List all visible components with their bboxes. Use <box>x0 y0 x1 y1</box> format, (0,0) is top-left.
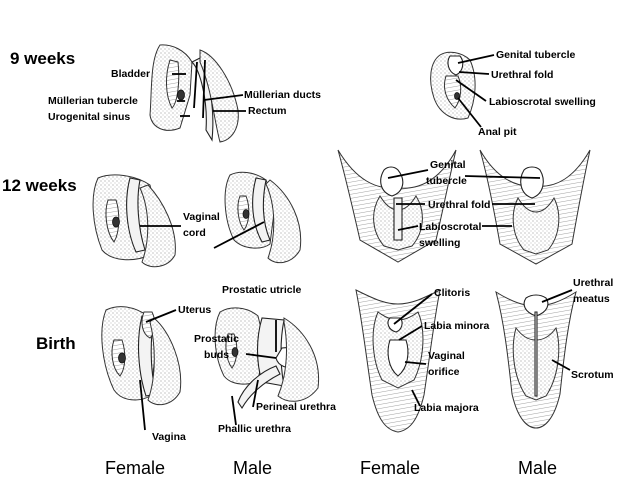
label-rectum: Rectum <box>248 105 287 117</box>
caption-female-external: Female <box>360 458 420 478</box>
drawing-birth-female-internal <box>101 306 182 406</box>
label-urethral-meatus-line2: meatus <box>573 293 610 305</box>
drawing-birth-female-external <box>355 289 441 433</box>
label-vaginal-orifice-line1: Vaginal <box>428 350 465 362</box>
label-urethral-fold-12-weeks: Urethral fold <box>428 199 490 211</box>
drawing-birth-male-internal <box>214 307 320 410</box>
caption-male-external: Male <box>518 458 557 478</box>
drawing-9-weeks-external <box>430 51 476 120</box>
label-genital-tubercle-12-weeks-line2: tubercle <box>426 175 467 187</box>
label-scrotum: Scrotum <box>571 369 614 381</box>
label-labioscrotal-swelling-12-weeks-line1: Labioscrotal <box>419 221 482 233</box>
label-labioscrotal-swelling-9-weeks: Labioscrotal swelling <box>489 96 596 108</box>
label-mullerian-ducts: Müllerian ducts <box>244 89 321 101</box>
label-vaginal-cord-line1: Vaginal <box>183 211 220 223</box>
label-mullerian-tubercle: Müllerian tubercle <box>48 95 138 107</box>
drawing-12-weeks-male-external <box>479 149 591 265</box>
drawing-12-weeks-male-internal <box>224 171 302 264</box>
label-prostatic-utricle: Prostatic utricle <box>222 284 302 296</box>
label-labioscrotal-swelling-12-weeks-line2: swelling <box>419 237 460 249</box>
label-vagina: Vagina <box>152 431 186 443</box>
label-genital-tubercle-12-weeks-line1: Genital <box>430 159 466 171</box>
label-urogenital-sinus: Urogenital sinus <box>48 111 130 123</box>
drawing-12-weeks-female-external <box>337 149 457 263</box>
drawing-9-weeks-internal <box>149 44 239 143</box>
drawing-12-weeks-female-internal <box>92 174 176 268</box>
label-labia-majora: Labia majora <box>414 402 479 414</box>
label-phallic-urethra: Phallic urethra <box>218 423 291 435</box>
structure-labels: Bladder Müllerian tubercle Urogenital si… <box>48 49 614 443</box>
label-prostatic-buds-line1: Prostatic <box>194 333 239 345</box>
label-urethral-fold-9-weeks: Urethral fold <box>491 69 553 81</box>
label-vaginal-orifice-line2: orifice <box>428 366 460 378</box>
label-perineal-urethra: Perineal urethra <box>256 401 336 413</box>
column-captions: Female Male Female Male <box>105 458 557 478</box>
stage-heading-9-weeks: 9 weeks <box>10 49 75 68</box>
caption-female-internal: Female <box>105 458 165 478</box>
drawing-birth-male-external <box>495 290 577 429</box>
label-vaginal-cord-line2: cord <box>183 227 206 239</box>
label-anal-pit: Anal pit <box>478 126 517 138</box>
label-bladder: Bladder <box>111 68 150 80</box>
label-labia-minora: Labia minora <box>424 320 490 332</box>
label-urethral-meatus-line1: Urethral <box>573 277 613 289</box>
stage-heading-12-weeks: 12 weeks <box>2 176 77 195</box>
label-uterus: Uterus <box>178 304 211 316</box>
label-clitoris: Clitoris <box>434 287 470 299</box>
label-genital-tubercle-9-weeks: Genital tubercle <box>496 49 576 61</box>
stage-heading-birth: Birth <box>36 334 76 353</box>
label-prostatic-buds-line2: buds <box>204 349 229 361</box>
leader-lines <box>139 54 573 431</box>
caption-male-internal: Male <box>233 458 272 478</box>
